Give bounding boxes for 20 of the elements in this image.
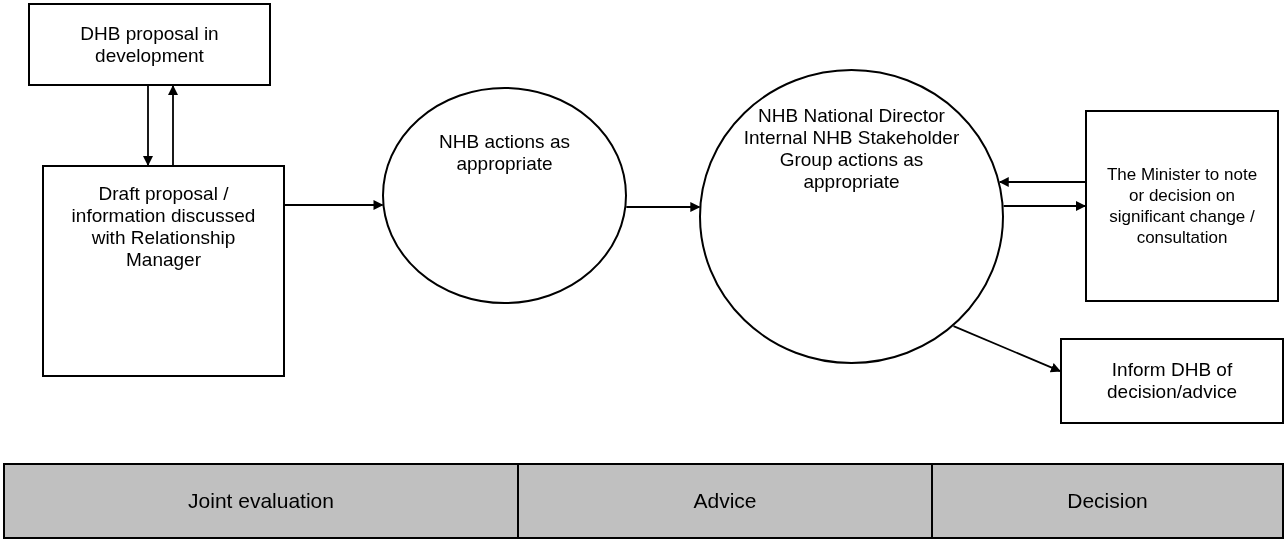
node-label: The Minister to note or decision on significant change / consultation [1105, 164, 1259, 248]
table-cell: Joint evaluation [3, 463, 519, 539]
node-label: NHB actions as appropriate [438, 131, 571, 175]
process-box [42, 165, 285, 377]
node-label: DHB proposal in development [79, 22, 220, 67]
arrow [1002, 201, 1086, 211]
arrow [284, 200, 384, 210]
arrow [168, 85, 178, 166]
arrow [952, 325, 1061, 373]
node-label: Inform DHB of decision/advice [1106, 359, 1238, 403]
table-cell: Decision [933, 463, 1284, 539]
node-label: Draft proposal / information discussed with Relationship Manager [70, 183, 257, 271]
process-box [1060, 338, 1284, 424]
arrow [998, 177, 1086, 187]
process-box [1085, 110, 1279, 302]
process-box [28, 3, 271, 86]
arrow [143, 85, 153, 166]
table-cell: Advice [519, 463, 933, 539]
node-label: NHB National Director Internal NHB Stakeholder Group actions as appropriate [742, 105, 961, 193]
arrow [625, 202, 701, 212]
